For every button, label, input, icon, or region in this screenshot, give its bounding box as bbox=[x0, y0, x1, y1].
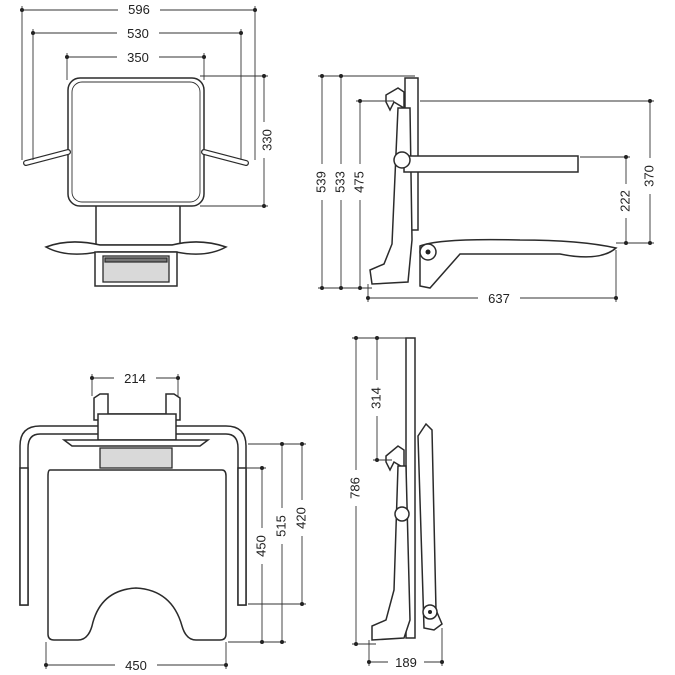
dim-front-back-width: 350 bbox=[127, 50, 149, 65]
front-view: 596 530 350 330 bbox=[20, 1, 274, 287]
top-bracket-block bbox=[97, 413, 177, 441]
top-crossbar bbox=[61, 439, 211, 447]
dim-front-arm-span: 530 bbox=[127, 26, 149, 41]
dim-top-seat-height-515: 515 bbox=[273, 515, 288, 537]
folded-arm-pivot bbox=[394, 506, 410, 522]
dim-side-depth: 637 bbox=[488, 291, 510, 306]
side-seat bbox=[419, 238, 618, 289]
front-seat-edge bbox=[44, 241, 228, 255]
top-seat bbox=[47, 469, 227, 641]
dim-side-arm-to-seat: 222 bbox=[617, 190, 632, 212]
top-hinge bbox=[99, 447, 173, 469]
dim-side-height-2: 533 bbox=[332, 171, 347, 193]
folded-frame bbox=[371, 465, 411, 641]
dim-folded-depth: 189 bbox=[395, 655, 417, 670]
side-top-hook bbox=[385, 87, 405, 112]
dim-top-seat-height-420: 420 bbox=[293, 507, 308, 529]
side-view: 539 533 475 370 222 637 bbox=[313, 74, 658, 306]
side-arm-pivot bbox=[393, 151, 411, 169]
dim-front-back-height: 330 bbox=[259, 129, 274, 151]
dim-folded-top-offset: 314 bbox=[368, 387, 383, 409]
front-backrest bbox=[67, 77, 205, 207]
dim-top-seat-width: 450 bbox=[125, 658, 147, 673]
dim-top-bracket-width: 214 bbox=[124, 371, 146, 386]
top-right-grip bbox=[237, 467, 247, 606]
side-arm-rest bbox=[403, 155, 579, 173]
top-left-grip bbox=[19, 467, 29, 606]
front-backrest-inner bbox=[71, 81, 201, 203]
folded-view: 786 314 189 bbox=[347, 336, 444, 670]
dim-side-total-height: 539 bbox=[313, 171, 328, 193]
side-frame bbox=[369, 107, 413, 285]
folded-top-hook bbox=[385, 445, 405, 472]
dim-top-seat-height-450: 450 bbox=[253, 535, 268, 557]
dim-folded-total-height: 786 bbox=[347, 477, 362, 499]
top-view: 214 420 515 450 450 bbox=[19, 370, 310, 673]
dim-side-arm-height: 370 bbox=[641, 165, 656, 187]
folded-seat bbox=[417, 422, 443, 631]
front-wall-bracket bbox=[95, 204, 181, 246]
dim-front-width: 596 bbox=[128, 2, 150, 17]
dim-side-height-3: 475 bbox=[351, 171, 366, 193]
